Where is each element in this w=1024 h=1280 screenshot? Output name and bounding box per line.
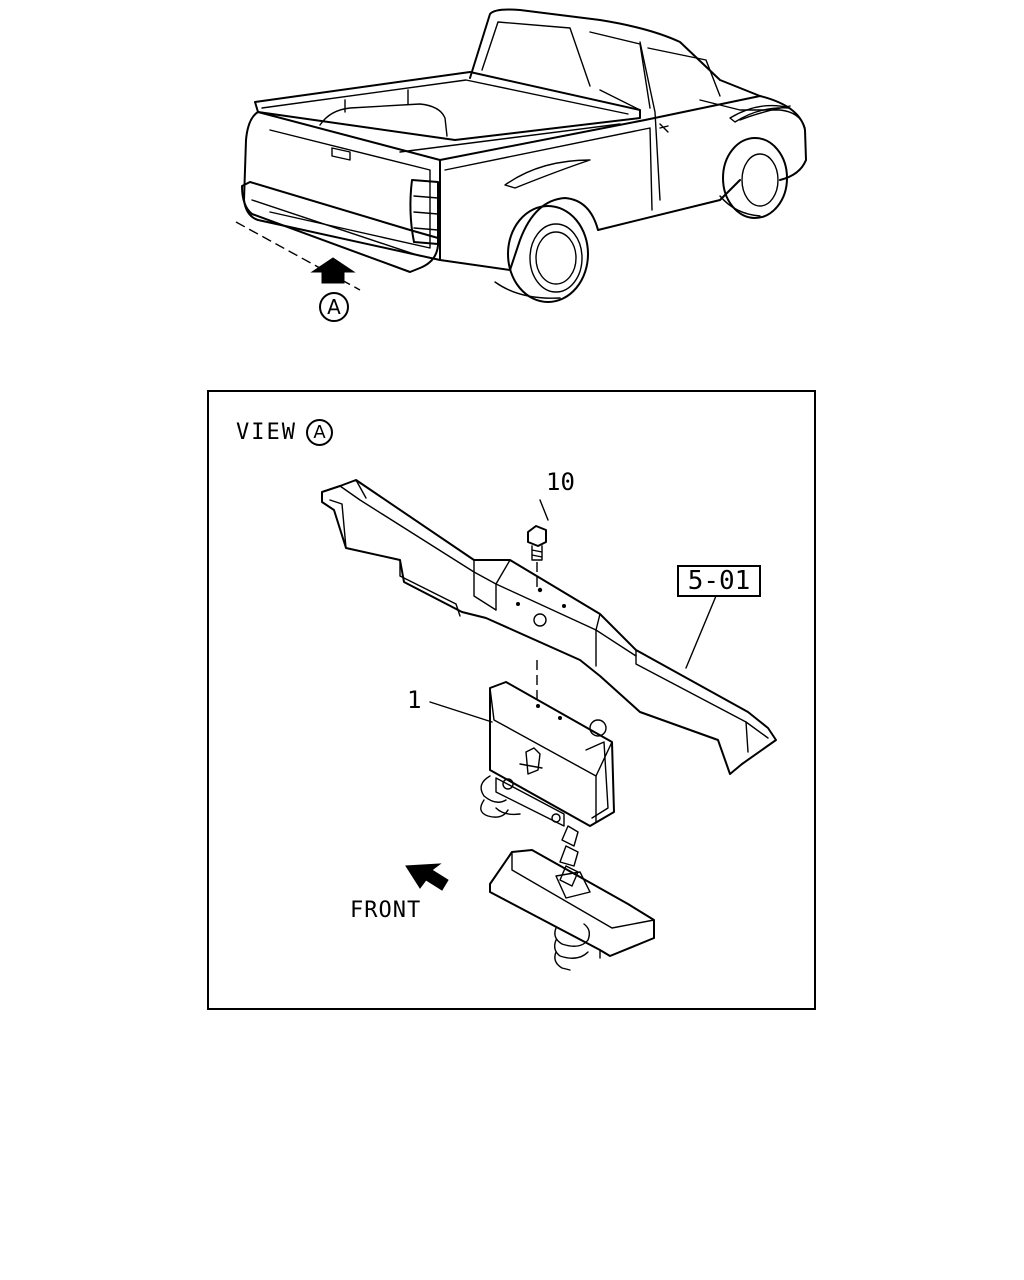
view-title: VIEW bbox=[236, 422, 297, 444]
detail-view-frame bbox=[207, 390, 816, 1010]
view-title-marker: A bbox=[306, 419, 333, 446]
callout-reference-box: 5-01 bbox=[677, 565, 761, 597]
callout-bolt: 10 bbox=[546, 468, 575, 496]
front-direction-label: FRONT bbox=[350, 898, 422, 923]
view-marker-circle: A bbox=[319, 292, 349, 322]
view-marker-letter: A bbox=[327, 295, 341, 319]
callout-reference-label: 5-01 bbox=[687, 566, 751, 596]
view-title-label: VIEW bbox=[236, 420, 297, 445]
view-title-marker-letter: A bbox=[313, 422, 326, 443]
callout-assembly: 1 bbox=[407, 686, 422, 714]
